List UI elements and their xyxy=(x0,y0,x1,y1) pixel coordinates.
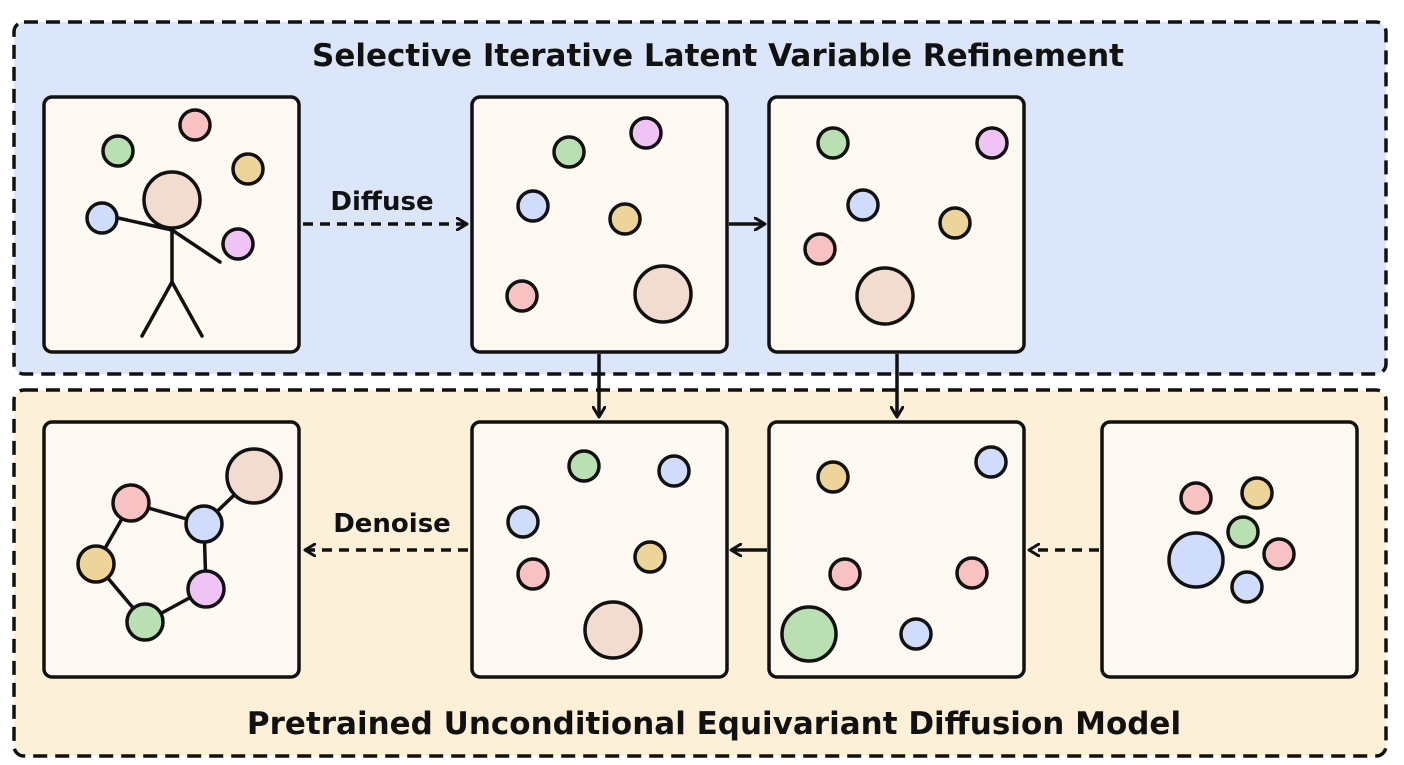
atom-pink xyxy=(1179,481,1213,515)
stick-figure-right-arm xyxy=(170,228,222,264)
scattered-atoms-noised-1 xyxy=(505,116,693,324)
atom-orange xyxy=(938,206,972,240)
atom-pink xyxy=(828,557,862,591)
atom-orange xyxy=(816,460,850,494)
atom-purple xyxy=(975,126,1009,160)
diffusion-model-region-title: Pretrained Unconditional Equivariant Dif… xyxy=(247,706,1181,742)
atom-purple xyxy=(629,116,663,150)
scattered-atoms-denoise-1 xyxy=(506,449,691,660)
panel-noise-sample xyxy=(1100,420,1359,679)
stick-figure-left-leg xyxy=(140,280,174,338)
atom-blue xyxy=(899,617,933,651)
atom-pink xyxy=(111,483,151,523)
atom-green xyxy=(125,602,165,642)
atom-orange xyxy=(633,540,667,574)
scattered-atoms-denoise-2 xyxy=(780,445,1008,663)
atom-green xyxy=(101,134,135,168)
refinement-region-title: Selective Iterative Latent Variable Refi… xyxy=(312,38,1124,74)
atom-orange xyxy=(231,152,265,186)
atom-pink xyxy=(516,557,550,591)
atom-pink xyxy=(505,279,539,313)
atom-beige xyxy=(225,447,283,505)
arrows xyxy=(303,224,1099,550)
panel-noised-2 xyxy=(767,95,1026,354)
atom-green xyxy=(1226,515,1260,549)
atom-purple xyxy=(186,569,226,609)
atom-orange xyxy=(608,202,642,236)
atom-blue xyxy=(1230,570,1264,604)
atom-green xyxy=(552,135,586,169)
atom-green xyxy=(816,126,850,160)
panel-denoise-1 xyxy=(470,420,729,679)
atom-orange xyxy=(76,544,116,584)
ring-molecule xyxy=(76,447,283,642)
atom-orange xyxy=(1240,476,1274,510)
atom-blue xyxy=(657,454,691,488)
atom-blue xyxy=(506,505,540,539)
atom-beige xyxy=(855,266,915,326)
panel-noised-1 xyxy=(470,95,729,354)
stick-figure-right-leg xyxy=(170,280,204,338)
diffuse-label: Diffuse xyxy=(330,187,433,217)
atom-blue xyxy=(516,189,550,223)
scattered-atoms-noised-2 xyxy=(803,126,1009,326)
atom-blue xyxy=(184,504,224,544)
atom-blue xyxy=(974,445,1008,479)
atom-pink xyxy=(1262,537,1296,571)
stick-figure-molecule xyxy=(85,108,265,338)
atom-beige xyxy=(633,264,693,324)
atom-purple xyxy=(221,227,255,261)
atom-beige xyxy=(583,600,643,660)
atom-pink xyxy=(803,232,837,266)
clustered-atoms xyxy=(1167,476,1296,604)
atom-green xyxy=(567,449,601,483)
atom-blue xyxy=(846,188,880,222)
atom-blue xyxy=(85,201,119,235)
atom-pink xyxy=(955,556,989,590)
atom-green xyxy=(780,605,838,663)
atom-pink xyxy=(178,108,212,142)
denoise-label: Denoise xyxy=(333,509,451,539)
atom-blue xyxy=(1167,531,1225,589)
atom-head-beige xyxy=(142,170,202,230)
